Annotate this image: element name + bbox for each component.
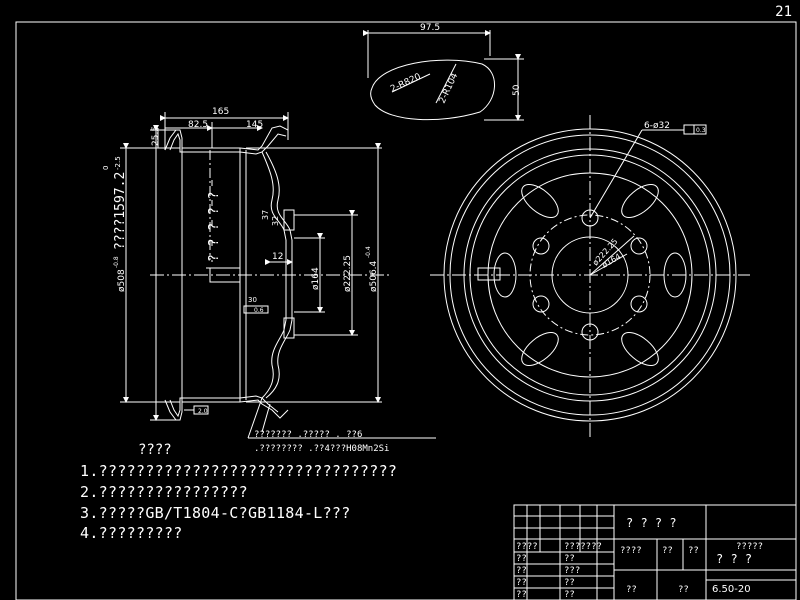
dim-506-tol: -0.4: [365, 246, 372, 258]
title-block: [513, 504, 797, 600]
tb-row-label: ??: [516, 578, 527, 588]
tb-row-label: ??: [516, 554, 527, 564]
dim-1597-tol-upper: 0: [102, 166, 110, 170]
dim-r104: 2-R104: [438, 71, 461, 105]
wheel-front-view: [430, 115, 750, 440]
drawing-frame: [15, 21, 797, 600]
dim-165: 165: [212, 107, 229, 117]
tb-row-value: ??: [564, 590, 575, 600]
holes-callout: 6-ø32: [644, 121, 670, 131]
tb-cell-b: ??: [662, 546, 673, 556]
dim-32: 32: [271, 216, 280, 226]
weld-note-1: ??????? .????? . ??6: [254, 430, 362, 440]
dim-82-5: 82.5: [188, 120, 208, 130]
sheet-number: 21: [775, 4, 792, 20]
section-vertical-text: ? ? ? ? ?: [207, 192, 222, 262]
dim-37: 37: [261, 210, 270, 220]
dim-164: ø164: [311, 267, 321, 290]
tb-cell-f: ??: [626, 585, 637, 595]
tb-model: 6.50-20: [712, 584, 751, 595]
tb-row-label: ??: [516, 590, 527, 600]
dim-508: ø508: [117, 269, 127, 292]
tb-row-value: ???????: [564, 542, 602, 552]
dim-r820: 2-R820: [389, 72, 423, 95]
tolerance-frame-20: 2.0: [198, 408, 208, 415]
tb-rows: ????????????????????????????: [516, 542, 602, 600]
note-item: 3.?????GB/T1804-C?GB1184-L???: [80, 504, 351, 522]
oval-hole-detail: [363, 30, 524, 121]
tb-row-value: ??: [564, 578, 575, 588]
tb-cell-g: ??: [678, 585, 689, 595]
note-item: 2.????????????????: [80, 483, 248, 501]
wheel-section-view: [120, 112, 436, 439]
dim-222-25: ø222.25: [343, 255, 353, 292]
tb-row-value: ??: [564, 554, 575, 564]
tb-cell-e: ? ? ?: [716, 552, 752, 566]
note-item: 4.?????????: [80, 524, 183, 542]
dim-25-5: 25.5: [151, 126, 161, 146]
tb-cell-c: ??: [688, 546, 699, 556]
dim-145: 145: [246, 120, 263, 130]
dim-12: 12: [272, 252, 283, 262]
tolerance-frame-06: 0.6: [254, 307, 264, 314]
holes-tol: 0.3: [696, 127, 706, 134]
notes-title: ????: [138, 442, 172, 458]
dim-1597: ????1597.2: [113, 172, 128, 250]
tb-row-label: ????: [516, 542, 538, 552]
dim-top-height: 50: [512, 84, 522, 96]
dim-1597-tol-lower: -2.5: [114, 156, 122, 170]
tb-cell-d: ?????: [736, 542, 763, 552]
tb-row-value: ???: [564, 566, 580, 576]
dim-top-width: 97.5: [420, 23, 440, 33]
tb-name: ? ? ? ?: [626, 516, 677, 530]
note-item: 1.????????????????????????????????: [80, 462, 398, 480]
dim-508-tol: -0.8: [113, 256, 120, 268]
tb-row-label: ??: [516, 566, 527, 576]
weld-note-2: .???????? .??4???H08Mn2Si: [254, 444, 389, 454]
dim-angle-30: 30: [248, 296, 257, 304]
dim-506-4: ø506.4: [369, 260, 379, 292]
tb-cell-a: ????: [620, 546, 642, 556]
